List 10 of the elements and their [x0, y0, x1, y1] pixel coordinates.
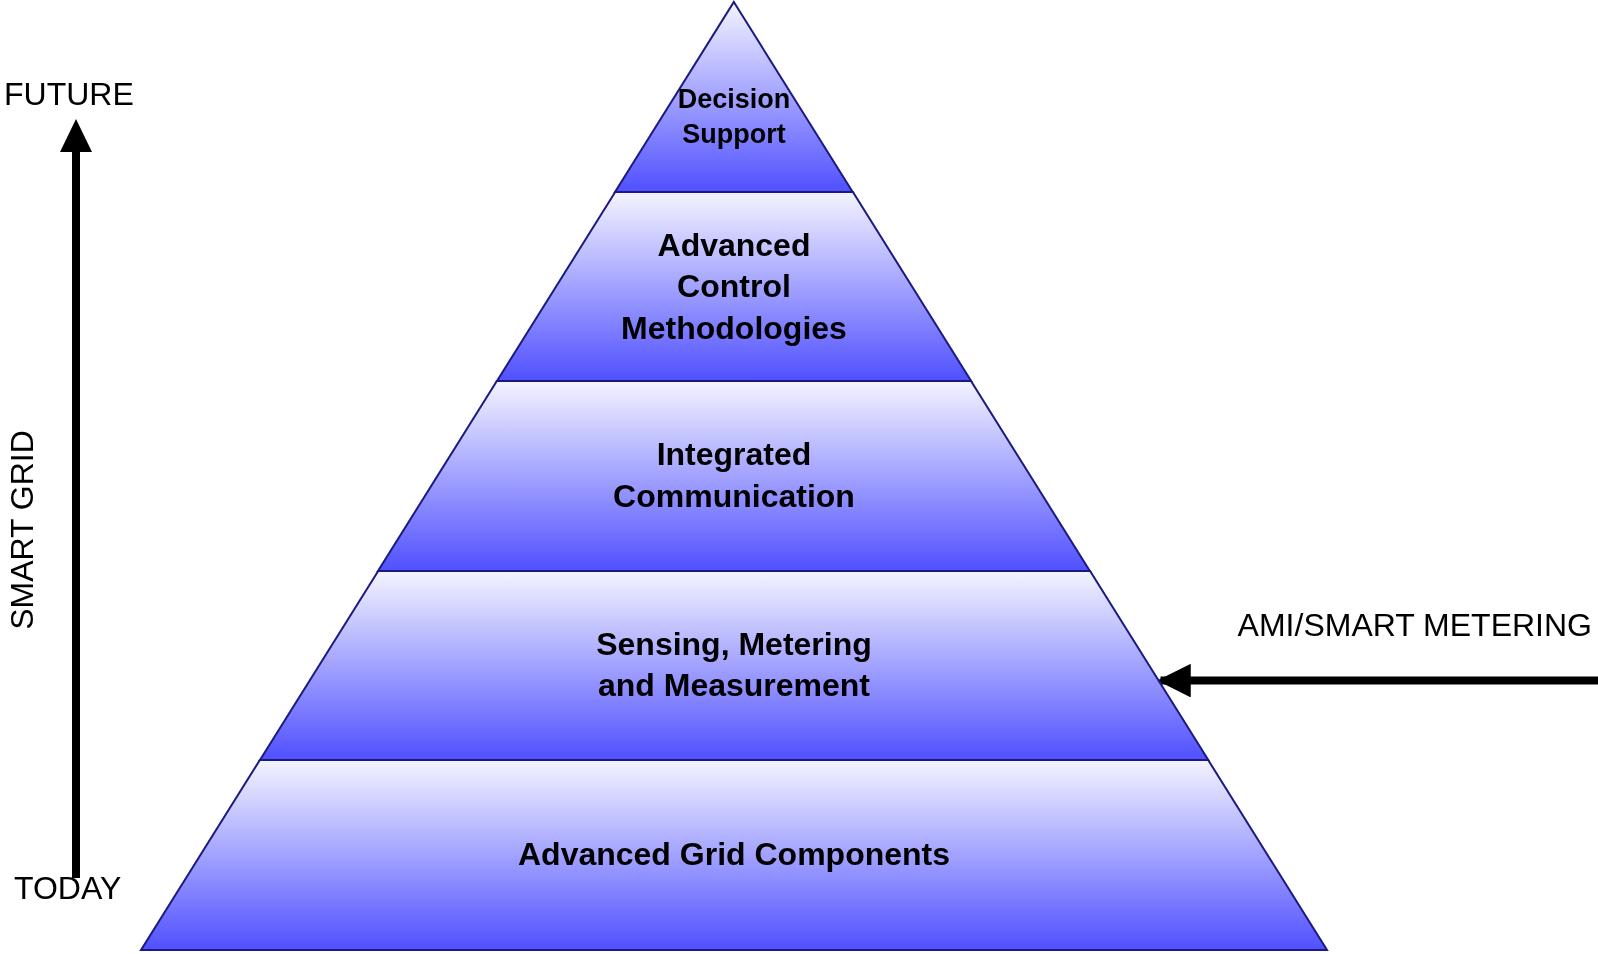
layer-label: Sensing, Metering and Measurement	[595, 624, 873, 706]
arrow	[1157, 663, 1598, 698]
layer-label: Decision Support	[676, 82, 792, 151]
axis-end-label: FUTURE	[4, 76, 134, 113]
axis-end-label: TODAY	[14, 870, 122, 907]
edge-label: AMI/SMART METERING	[1237, 606, 1592, 644]
axis-label: SMART GRID	[3, 430, 41, 630]
layer-label: Advanced Control Methodologies	[620, 225, 848, 348]
layer-label: Integrated Communication	[612, 435, 856, 516]
layer-label: Advanced Grid Components	[516, 835, 951, 875]
